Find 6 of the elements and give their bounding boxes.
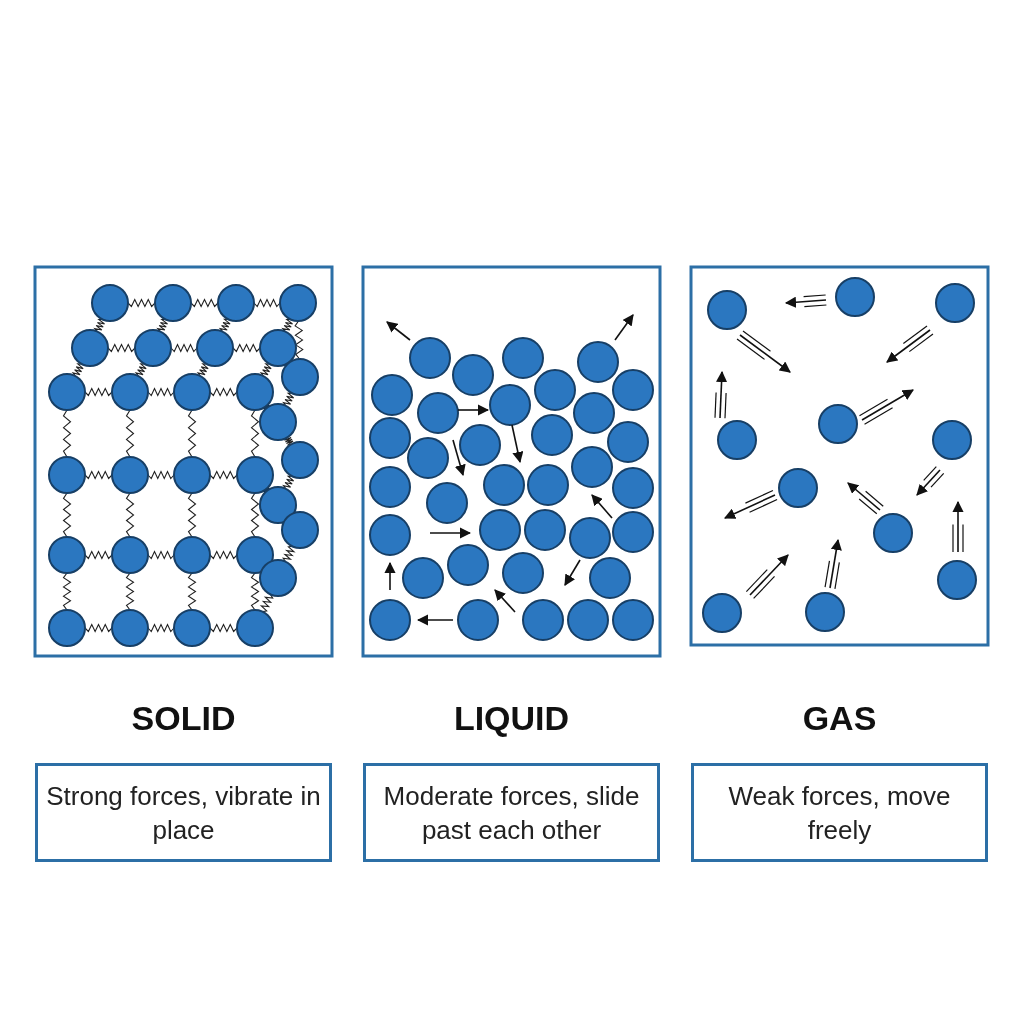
description-text: Moderate forces, slide past each other xyxy=(382,779,641,847)
description-text: Strong forces, vibrate in place xyxy=(45,779,322,847)
state-heading: GAS xyxy=(801,698,878,738)
state-heading: LIQUID xyxy=(452,698,571,738)
description-text: Weak forces, move freely xyxy=(727,779,952,847)
state-heading: SOLID xyxy=(130,698,237,738)
